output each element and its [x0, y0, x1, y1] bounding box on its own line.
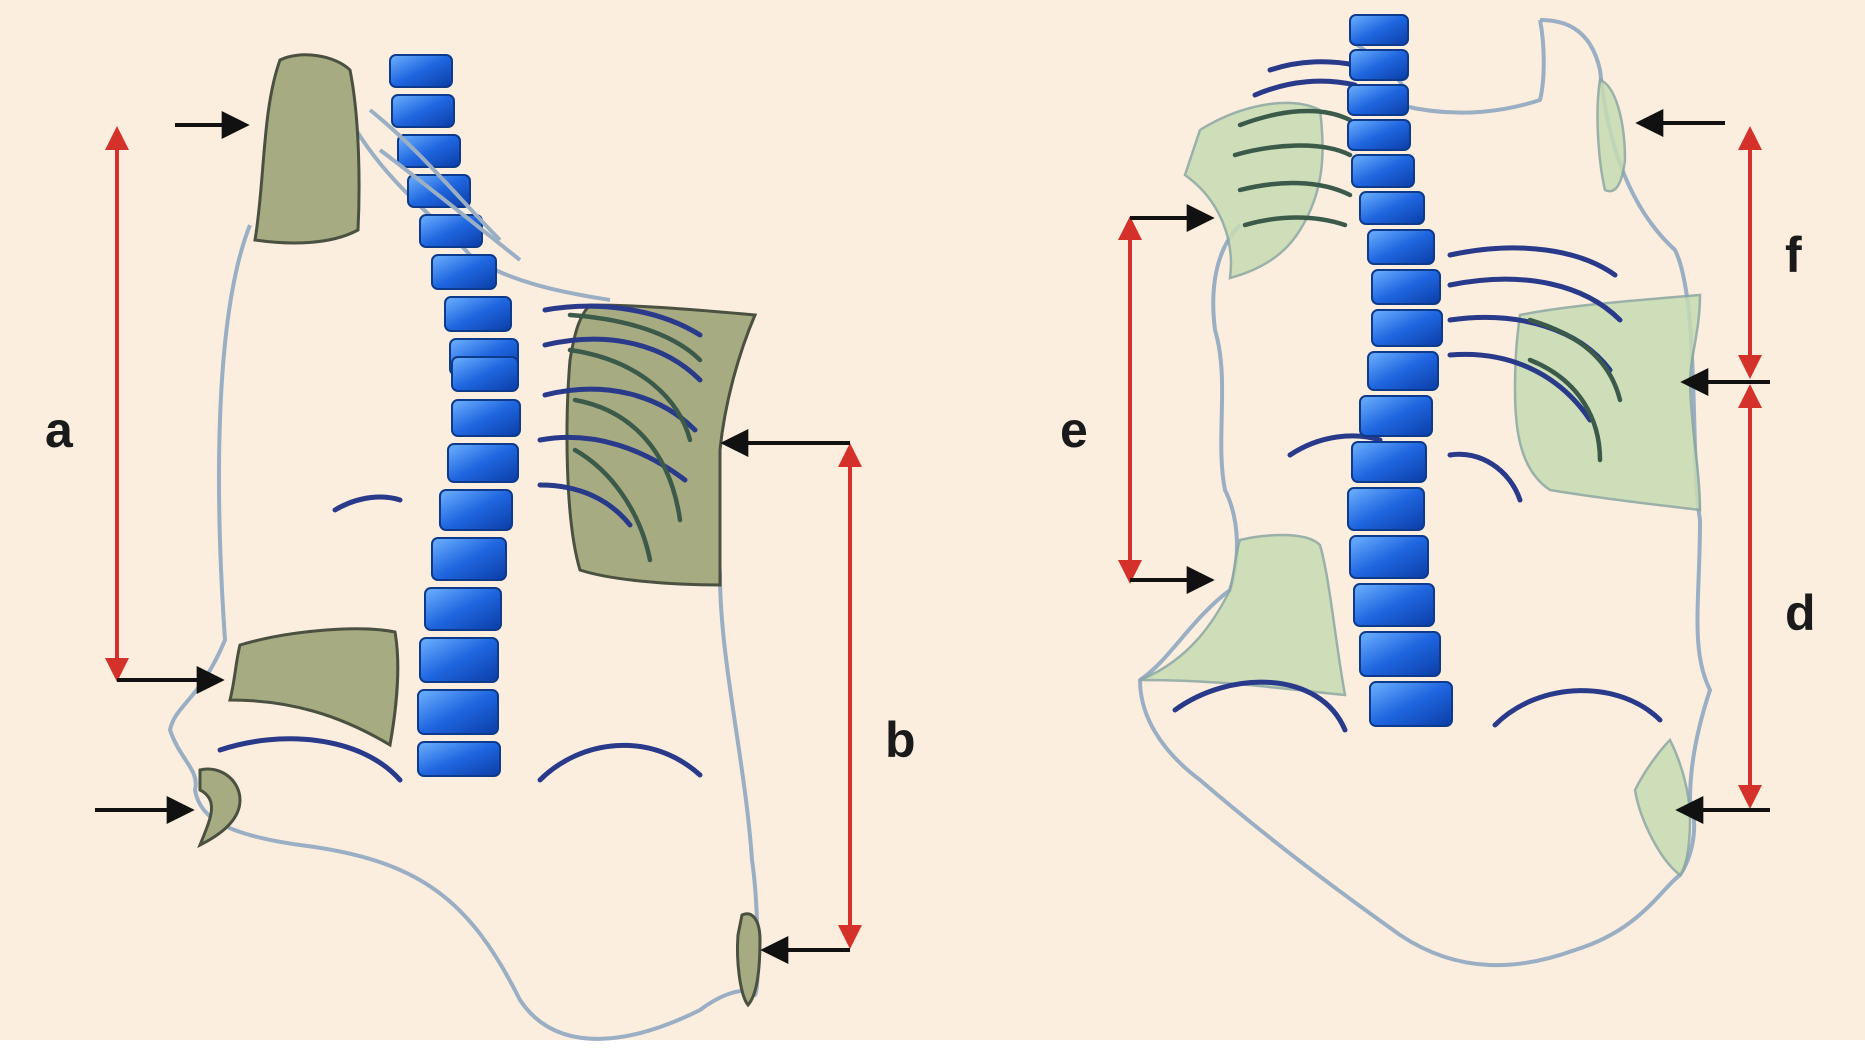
- label-d: d: [1785, 585, 1816, 641]
- label-a: a: [45, 402, 74, 458]
- label-f: f: [1785, 227, 1802, 283]
- label-e: e: [1060, 402, 1088, 458]
- label-b: b: [885, 712, 916, 768]
- bottom-white-band: [0, 1040, 1865, 1053]
